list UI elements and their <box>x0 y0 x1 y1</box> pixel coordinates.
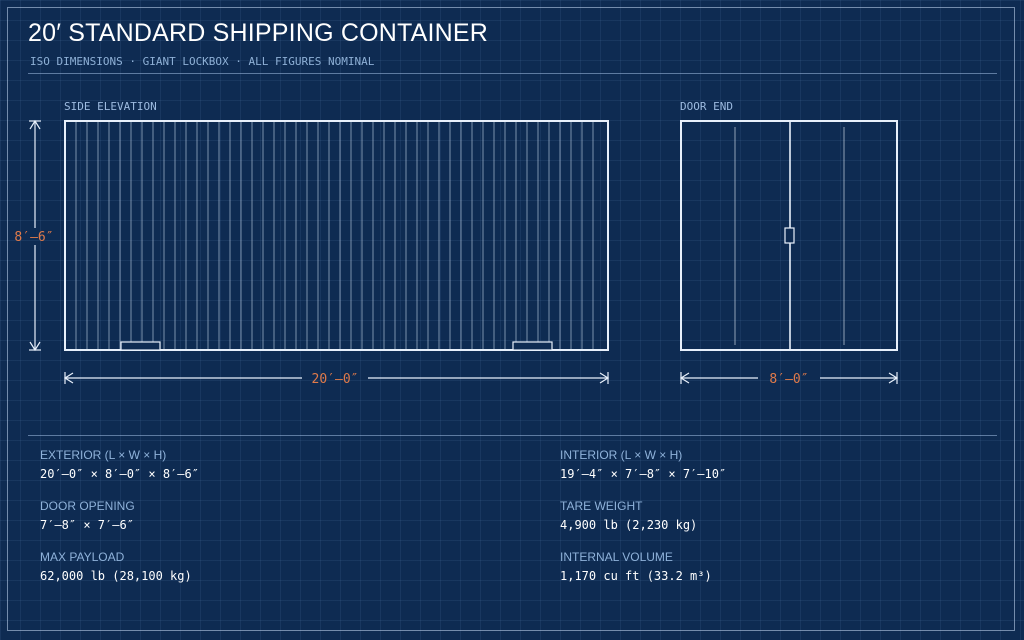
forklift-pocket-left <box>120 341 161 351</box>
width-dimension <box>679 372 899 384</box>
width-dimension-text: 8′–0″ <box>769 372 808 387</box>
spec-internal-volume-label: INTERNAL VOLUME <box>560 550 673 564</box>
specs-divider <box>28 435 997 436</box>
spec-interior-value: 19′–4″ × 7′–8″ × 7′–10″ <box>560 467 727 481</box>
spec-max-payload-value: 62,000 lb (28,100 kg) <box>40 569 192 583</box>
height-dimension <box>29 119 41 352</box>
side-elevation-label: SIDE ELEVATION <box>64 100 157 113</box>
page-subtitle: ISO DIMENSIONS · GIANT LOCKBOX · ALL FIG… <box>30 55 375 68</box>
drawing-frame <box>7 7 1015 631</box>
forklift-pocket-right <box>512 341 553 351</box>
page-title: 20′ STANDARD SHIPPING CONTAINER <box>28 19 489 47</box>
length-dimension <box>63 372 610 384</box>
side-container-outline <box>64 120 609 351</box>
length-dimension-text: 20′–0″ <box>312 372 359 387</box>
side-elevation-view <box>64 120 609 351</box>
height-dimension-text: 8′–6″ <box>14 230 53 245</box>
door-end-label: DOOR END <box>680 100 733 113</box>
spec-door-opening-label: DOOR OPENING <box>40 499 135 513</box>
spec-tare-weight-label: TARE WEIGHT <box>560 499 643 513</box>
spec-exterior-value: 20′–0″ × 8′–0″ × 8′–6″ <box>40 467 199 481</box>
door-handle <box>784 227 795 244</box>
spec-exterior-label: EXTERIOR (L × W × H) <box>40 448 167 462</box>
spec-door-opening-value: 7′–8″ × 7′–6″ <box>40 518 134 532</box>
header-divider <box>28 73 997 74</box>
spec-internal-volume-value: 1,170 cu ft (33.2 m³) <box>560 569 712 583</box>
door-end-view <box>680 120 898 351</box>
side-corrugation-lines <box>75 121 594 350</box>
spec-max-payload-label: MAX PAYLOAD <box>40 550 125 564</box>
door-end-outline <box>680 120 898 351</box>
spec-tare-weight-value: 4,900 lb (2,230 kg) <box>560 518 698 532</box>
spec-interior-label: INTERIOR (L × W × H) <box>560 448 683 462</box>
